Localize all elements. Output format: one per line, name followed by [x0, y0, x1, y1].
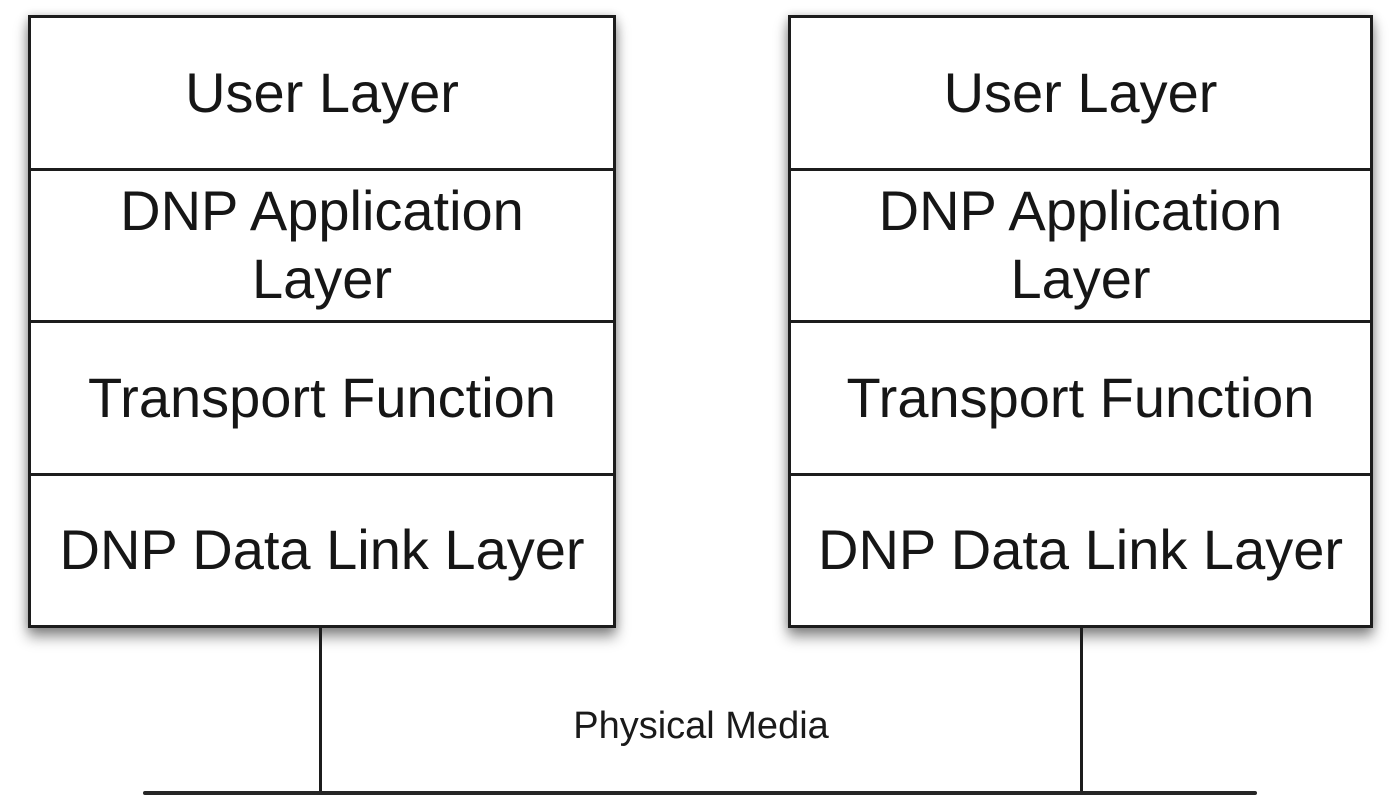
layer-transport-function-right: Transport Function: [791, 320, 1370, 473]
layer-user-left: User Layer: [31, 18, 613, 168]
layer-user-right: User Layer: [791, 18, 1370, 168]
layer-label: DNP Data Link Layer: [818, 518, 1343, 582]
layer-dnp-application-left: DNP Application Layer: [31, 167, 613, 320]
layer-dnp-application-right: DNP Application Layer: [791, 167, 1370, 320]
physical-media-bus-line: [143, 791, 1257, 795]
layer-label: User Layer: [943, 60, 1218, 124]
layer-label: User Layer: [185, 60, 459, 124]
layer-label: DNP Application Layer: [878, 178, 1283, 311]
protocol-stack-left: User Layer DNP Application Layer Transpo…: [28, 15, 616, 628]
layer-label: DNP Application Layer: [120, 178, 524, 311]
physical-media-label: Physical Media: [573, 705, 829, 747]
layer-label: Transport Function: [846, 365, 1315, 429]
layer-dnp-data-link-right: DNP Data Link Layer: [791, 472, 1370, 625]
layer-label: Transport Function: [88, 365, 556, 429]
layer-transport-function-left: Transport Function: [31, 320, 613, 473]
layer-label: DNP Data Link Layer: [59, 518, 585, 582]
connector-line-left: [319, 628, 322, 793]
protocol-stack-right: User Layer DNP Application Layer Transpo…: [788, 15, 1373, 628]
layer-dnp-data-link-left: DNP Data Link Layer: [31, 472, 613, 625]
connector-line-right: [1080, 628, 1083, 793]
